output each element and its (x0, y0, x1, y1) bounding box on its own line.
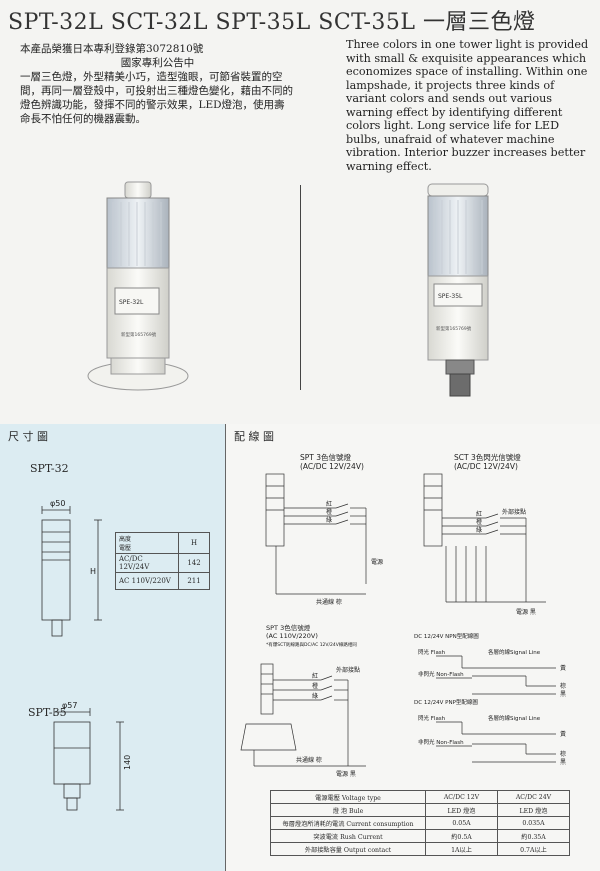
d2-title: SCT 3色閃光信號燈 (454, 452, 521, 462)
english-description: Three colors in one tower light is provi… (346, 38, 589, 173)
d1-power: 電源 (371, 558, 383, 566)
spec-cell: 0.05A (425, 816, 498, 830)
spec-cell: 約0.5A (425, 829, 498, 843)
chinese-paragraph: 一層三色燈，外型精美小巧，造型強眼，可節省裝置的空間，再同一層登殼中，可投射出三… (20, 71, 293, 125)
d3-green: 綠 (312, 692, 318, 700)
npn-label: DC 12/24V NPN型配線圖 (414, 632, 479, 640)
d2-power-black: 電源 黑 (516, 608, 536, 616)
spec-header: AC/DC 24V (497, 790, 570, 804)
d3-red: 紅 (312, 672, 318, 680)
npn-flash: 閃光 Flash (418, 648, 446, 656)
spt-35-label: SPT-35 (28, 706, 67, 719)
height-row-value: 142 (178, 553, 210, 573)
spt-35-height: 140 (123, 755, 132, 770)
spec-cell: 約0.35A (497, 829, 570, 843)
d3-orange: 橙 (312, 682, 318, 690)
height-row-voltage: AC/DC 12V/24V (115, 553, 179, 573)
d1-green: 綠 (326, 516, 332, 524)
spec-cell: 0.035A (497, 816, 570, 830)
d2-external-contact: 外部接點 (502, 508, 526, 516)
spec-cell: 突波電流 Rush Current (270, 829, 426, 843)
patent-line-2: 國家專利公告中 (120, 57, 195, 69)
pnp-black: 黑 (560, 759, 566, 766)
spec-cell: 1A以上 (425, 842, 498, 856)
spt-32-height-label: H (90, 567, 96, 576)
d2-green: 綠 (476, 526, 482, 534)
spt-35l-photo-code: 新型第165769號 (436, 325, 472, 332)
pnp-brown: 棕 (560, 750, 566, 758)
npn-yellow: 黃 (560, 664, 566, 672)
wiring-header: 配 線 圖 (234, 430, 274, 443)
pnp-flash: 閃光 Flash (418, 714, 446, 722)
spec-cell: 外部接點容量 Output contact (270, 842, 426, 856)
spec-cell: LED 燈泡 (497, 803, 570, 817)
height-table: 高度電壓 H AC/DC 12V/24V 142 AC 110V/220V 21… (115, 532, 210, 590)
d1-common-line: 共通線 棕 (316, 598, 342, 606)
height-table-corner: 高度電壓 (115, 532, 179, 554)
pnp-non-flash: 非閃光 Non-Flash (418, 738, 464, 746)
d2-red: 紅 (476, 510, 482, 518)
spt-35l-photo: SPE-35L 新型第165769號 (427, 183, 489, 397)
d3-note: *有爆SCT則線路與DC/AC 12V/24V線路相同 (266, 641, 357, 648)
spt-35-diameter: φ57 (62, 701, 77, 710)
page-title: SPT-32L SCT-32L SPT-35L SCT-35L 一層三色燈 (8, 10, 536, 35)
dimension-header: 尺 寸 圖 (8, 430, 48, 443)
d1-red: 紅 (326, 500, 332, 508)
d1-title: SPT 3色信號燈 (300, 452, 352, 462)
d1-sub: (AC/DC 12V/24V) (300, 462, 364, 471)
chinese-description: 本產品榮獲日本專利登錄第3072810號 國家專利公告中 一層三色燈，外型精美小… (20, 42, 295, 126)
wiring-panel: 配 線 圖 (226, 424, 600, 871)
d3-title: SPT 3色信號燈 (266, 623, 311, 632)
npn-signal-line: 各層的線Signal Line (488, 648, 541, 656)
d2-orange: 橙 (476, 518, 482, 526)
spec-table: 電源電壓 Voltage type AC/DC 12V AC/DC 24V 燈 … (270, 790, 570, 856)
spec-cell: LED 燈泡 (425, 803, 498, 817)
spt-32l-photo-label: SPE-32L (119, 299, 144, 306)
spec-header: AC/DC 12V (425, 790, 498, 804)
d3-sub: (AC 110V/220V) (266, 632, 318, 640)
spec-cell: 每層燈泡所消耗的電流 Current consumption (270, 816, 426, 830)
npn-non-flash: 非閃光 Non-Flash (418, 670, 464, 678)
d1-orange: 橙 (326, 508, 332, 516)
spt-35l-photo-label: SPE-35L (438, 293, 463, 300)
spec-header: 電源電壓 Voltage type (270, 790, 426, 804)
divider (300, 185, 301, 390)
spt-32-diameter: φ50 (50, 499, 65, 508)
height-row-voltage: AC 110V/220V (115, 572, 179, 590)
d2-sub: (AC/DC 12V/24V) (454, 462, 518, 471)
d3-power-black: 電源 黑 (336, 770, 356, 778)
spt-32l-photo-code: 新型第165769號 (121, 331, 157, 338)
height-table-h: H (178, 532, 210, 554)
dimension-panel: 尺 寸 圖 SPT-32 φ50 H φ57 140 (0, 424, 226, 871)
patent-line-1: 本產品榮獲日本專利登錄第3072810號 (20, 43, 204, 55)
spt-32l-photo: SPE-32L 新型第165769號 (87, 181, 189, 391)
spt-32-label: SPT-32 (30, 462, 69, 475)
d3-external-contact: 外部接點 (336, 666, 360, 674)
npn-black: 黑 (560, 691, 566, 698)
dimension-drawing: φ50 H φ57 140 (41, 499, 132, 811)
wiring-diagrams: SPT 3色信號燈 (AC/DC 12V/24V) SCT 3色閃光信號燈 (A… (240, 452, 566, 778)
pnp-yellow: 黃 (560, 730, 566, 738)
d3-common-line: 共通線 棕 (296, 756, 322, 764)
spec-cell: 燈 泡 Bule (270, 803, 426, 817)
spec-cell: 0.7A以上 (497, 842, 570, 856)
npn-brown: 棕 (560, 682, 566, 690)
height-row-value: 211 (178, 572, 210, 590)
pnp-label: DC 12/24V PNP型配線圖 (414, 698, 478, 706)
pnp-signal-line: 各層的線Signal Line (488, 714, 541, 722)
